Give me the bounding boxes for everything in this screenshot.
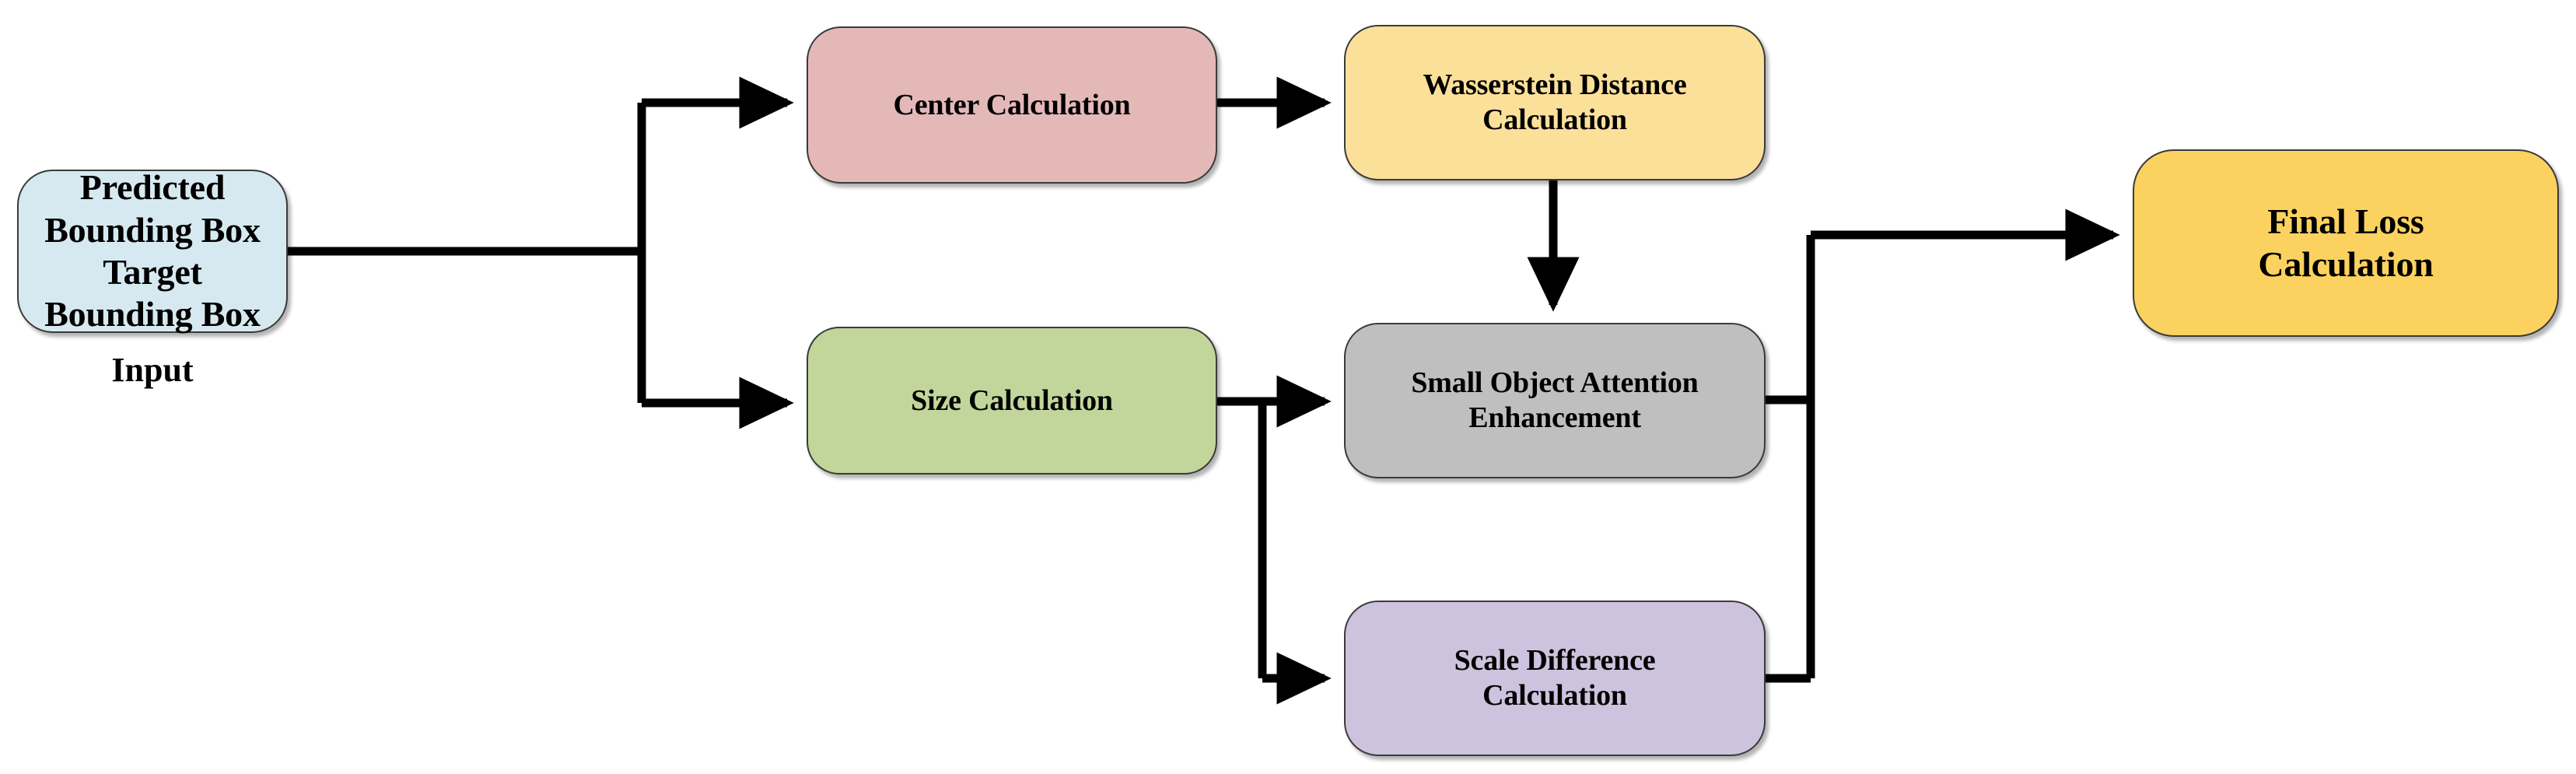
node-size-label: Size Calculation [911,383,1113,417]
edge-size-trunk [1217,397,1267,678]
node-small-object-attention-enhancement[interactable]: Small Object Attention Enhancement [1344,323,1766,478]
node-scale-difference-calculation[interactable]: Scale Difference Calculation [1344,601,1766,756]
node-wasserstein-label: Wasserstein Distance Calculation [1423,68,1687,136]
node-input-label: Predicted Bounding Box Target Bounding B… [44,167,261,334]
node-size-calculation[interactable]: Size Calculation [807,327,1217,475]
node-attention-label: Small Object Attention Enhancement [1411,366,1699,434]
node-wasserstein-distance-calculation[interactable]: Wasserstein Distance Calculation [1344,25,1766,180]
node-final-label: Final Loss Calculation [2258,201,2434,284]
node-input-bounding-boxes[interactable]: Predicted Bounding Box Target Bounding B… [17,167,288,334]
node-center-calculation[interactable]: Center Calculation [807,26,1217,184]
node-scale-label: Scale Difference Calculation [1454,644,1656,712]
node-final-loss-calculation[interactable]: Final Loss Calculation [2133,149,2559,337]
node-center-label: Center Calculation [893,88,1131,121]
input-caption: Input [111,351,194,389]
edge-input-trunk [288,103,646,403]
